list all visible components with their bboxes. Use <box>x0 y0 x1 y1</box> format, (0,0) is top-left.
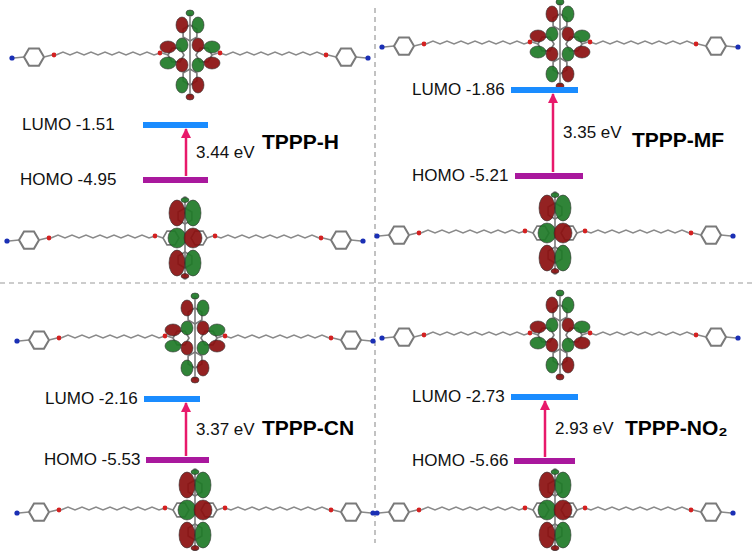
transition-arrow <box>185 403 188 456</box>
lumo-orbital-picture <box>9 10 370 100</box>
energy-level-bar <box>143 122 208 128</box>
energy-level-label: HOMO -5.66 <box>412 451 508 470</box>
energy-level-bar <box>143 177 208 183</box>
energy-level-bar <box>146 457 209 463</box>
energy-level: HOMO -5.21 <box>412 165 583 187</box>
gap-label: 3.35 eV <box>563 122 622 144</box>
energy-level: HOMO -5.66 <box>412 450 575 472</box>
energy-level-bar <box>514 458 575 464</box>
divider-line <box>374 8 375 543</box>
energy-level-label: LUMO -1.51 <box>22 115 115 134</box>
energy-level-label: HOMO -5.21 <box>412 166 508 185</box>
lumo-orbital-picture <box>379 290 740 380</box>
lumo-orbital-picture <box>379 0 740 89</box>
homo-orbital-picture <box>14 468 375 551</box>
gap-label: 3.44 eV <box>196 142 255 164</box>
gap-label: 2.93 eV <box>555 418 614 440</box>
energy-level-label: LUMO -2.73 <box>412 387 505 406</box>
transition-arrow <box>544 401 547 457</box>
lumo-orbital-picture <box>14 293 375 383</box>
compound-name: TPPP-NO₂ <box>625 415 728 441</box>
energy-level-bar <box>515 173 583 179</box>
homo-orbital-picture <box>374 191 735 275</box>
energy-level-bar <box>511 394 578 400</box>
energy-level-label: LUMO -2.16 <box>45 389 138 408</box>
transition-arrow <box>185 129 188 176</box>
energy-level-label: HOMO -5.53 <box>44 450 140 469</box>
energy-level-label: HOMO -4.95 <box>20 170 116 189</box>
energy-level: LUMO -1.51 <box>22 114 208 136</box>
compound-name: TPPP-MF <box>632 127 724 153</box>
energy-level-label: LUMO -1.86 <box>412 80 505 99</box>
compound-name: TPPP-CN <box>262 415 354 441</box>
energy-level: LUMO -2.73 <box>412 386 578 408</box>
energy-level-bar <box>144 396 200 402</box>
gap-label: 3.37 eV <box>196 419 255 441</box>
energy-level: LUMO -1.86 <box>412 79 578 101</box>
compound-name: TPPP-H <box>262 129 339 155</box>
transition-arrow <box>552 94 555 172</box>
energy-level: HOMO -4.95 <box>20 169 208 191</box>
homo-orbital-picture <box>4 196 365 280</box>
divider-line <box>0 282 753 283</box>
energy-level-bar <box>511 87 578 93</box>
energy-level: HOMO -5.53 <box>44 449 209 471</box>
homo-orbital-picture <box>374 468 735 551</box>
energy-level: LUMO -2.16 <box>45 388 200 410</box>
